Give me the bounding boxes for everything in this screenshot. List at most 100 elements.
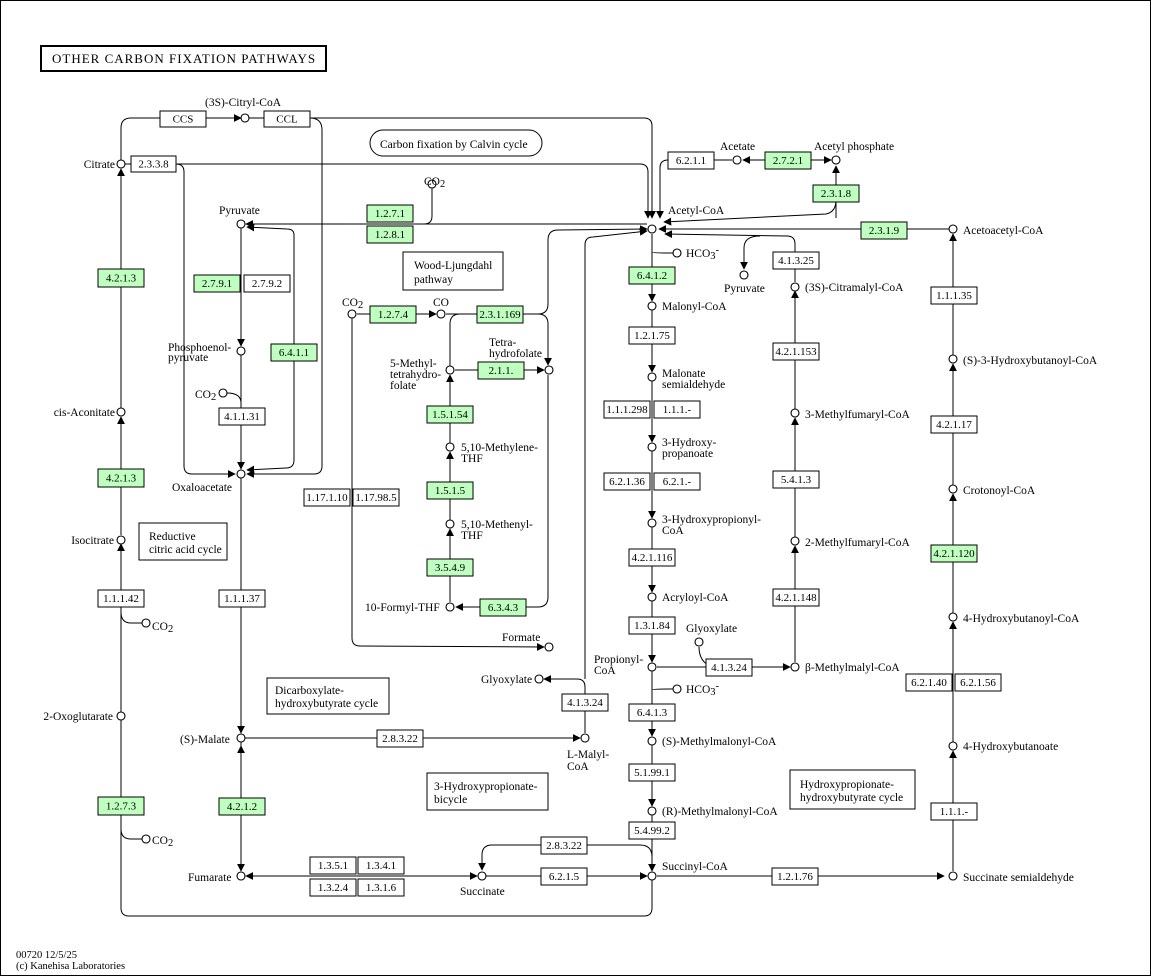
enzyme-e13184[interactable]: 1.3.1.84 — [628, 616, 676, 635]
enzyme-box-e2791[interactable] — [193, 274, 241, 293]
enzyme-box-e111298[interactable] — [603, 400, 651, 419]
compound-co2-d[interactable] — [218, 388, 228, 398]
enzyme-e111d[interactable]: 1.1.1.- — [653, 400, 701, 419]
compound-co[interactable] — [436, 309, 446, 319]
enzyme-e111298[interactable]: 1.1.1.298 — [603, 400, 651, 419]
enzyme-e1351[interactable]: 1.3.5.1 — [309, 856, 357, 875]
compound-s-3-hydroxybutanoyl-coa[interactable] — [948, 354, 958, 364]
enzyme-box-e1273[interactable] — [97, 796, 145, 816]
compound-fumarate[interactable] — [236, 871, 246, 881]
enzyme-box-e13184[interactable] — [628, 616, 676, 635]
enzyme-e3549[interactable]: 3.5.4.9 — [426, 558, 474, 577]
compound-isocitrate[interactable] — [116, 535, 126, 545]
enzyme-e2792[interactable]: 2.7.9.2 — [243, 274, 291, 293]
enzyme-e54992[interactable]: 5.4.99.2 — [628, 821, 676, 840]
enzyme-e1274[interactable]: 1.2.7.4 — [369, 305, 417, 324]
enzyme-e62136[interactable]: 6.2.1.36 — [603, 472, 651, 491]
enzyme-e6413[interactable]: 6.4.1.3 — [628, 703, 676, 722]
enzyme-e111d2[interactable]: 1.1.1.- — [930, 802, 978, 821]
compound-formate[interactable] — [544, 642, 554, 652]
enzyme-e41324a[interactable]: 4.1.3.24 — [561, 693, 609, 712]
enzyme-e211[interactable]: 2.1.1. — [477, 361, 525, 380]
enzyme-box-e11135[interactable] — [930, 286, 978, 305]
enzyme-e2791[interactable]: 2.7.9.1 — [193, 274, 241, 293]
compound-succinate[interactable] — [477, 871, 487, 881]
enzyme-box-e1281[interactable] — [366, 225, 414, 244]
enzyme-box-e62140[interactable] — [905, 673, 953, 692]
enzyme-box-e421148[interactable] — [772, 588, 820, 607]
compound-acryloyl-coa[interactable] — [647, 592, 657, 602]
compound-hco3-a[interactable] — [672, 248, 682, 258]
enzyme-e11135[interactable]: 1.1.1.35 — [930, 286, 978, 305]
enzyme-box-e421153[interactable] — [772, 342, 820, 361]
map-hp-hb-cycle[interactable] — [789, 769, 916, 810]
compound-3-hydroxypropanoate[interactable] — [647, 442, 657, 452]
enzyme-e41131[interactable]: 4.1.1.31 — [218, 407, 266, 426]
compound-co2-a[interactable] — [141, 618, 151, 628]
compound-citrate[interactable] — [116, 159, 126, 169]
enzyme-e41325[interactable]: 4.1.3.25 — [772, 251, 820, 270]
enzyme-box-e6413[interactable] — [628, 703, 676, 722]
enzyme-box-e12176[interactable] — [771, 867, 819, 886]
enzyme-box-e11142[interactable] — [97, 589, 145, 608]
enzyme-e1515[interactable]: 1.5.1.5 — [426, 481, 474, 500]
enzyme-e1341[interactable]: 1.3.4.1 — [357, 856, 405, 875]
enzyme-box-e2338[interactable] — [130, 155, 177, 173]
enzyme-box-e4213a[interactable] — [97, 268, 145, 288]
enzyme-e4212[interactable]: 4.2.1.2 — [218, 797, 266, 816]
enzyme-e62156[interactable]: 6.2.1.56 — [954, 673, 1002, 692]
enzyme-box-e3549[interactable] — [426, 558, 474, 577]
compound-3-methylfumaryl-coa[interactable] — [790, 408, 800, 418]
enzyme-e11142[interactable]: 1.1.1.42 — [97, 589, 145, 608]
compound-acetate[interactable] — [732, 155, 742, 165]
enzyme-e1273[interactable]: 1.2.7.3 — [97, 796, 145, 816]
enzyme-e421148[interactable]: 4.2.1.148 — [772, 588, 820, 607]
map-hp-bicycle[interactable] — [426, 772, 549, 811]
compound-malonyl-coa[interactable] — [647, 301, 657, 311]
compound-r-methylmalonyl-coa[interactable] — [647, 806, 657, 816]
enzyme-box-e2319[interactable] — [860, 221, 908, 240]
enzyme-box-e41131[interactable] — [218, 407, 266, 426]
enzyme-box-e11137[interactable] — [218, 589, 266, 608]
enzyme-box-e1341[interactable] — [357, 856, 405, 875]
compound-acetyl-coa[interactable] — [647, 224, 657, 234]
compound-co2-c[interactable] — [427, 179, 437, 189]
enzyme-box-e2792[interactable] — [243, 274, 291, 293]
compound-methyl-thf[interactable] — [445, 365, 455, 375]
compound-glyoxylate-b[interactable] — [694, 637, 704, 647]
enzyme-box-e28322a[interactable] — [376, 729, 424, 748]
enzyme-box-e6411[interactable] — [270, 343, 318, 362]
enzyme-e6411[interactable]: 6.4.1.1 — [270, 343, 318, 362]
enzyme-e117985[interactable]: 1.17.98.5 — [352, 488, 400, 507]
enzyme-box-e2615[interactable] — [540, 867, 588, 886]
map-reductive-tca[interactable] — [138, 522, 228, 561]
enzyme-e1316[interactable]: 1.3.1.6 — [357, 878, 405, 897]
compound-acetyl-phosphate[interactable] — [831, 155, 841, 165]
enzyme-e12175[interactable]: 1.2.1.75 — [628, 326, 676, 345]
compound-methenyl-thf[interactable] — [445, 519, 455, 529]
enzyme-box-e4212[interactable] — [218, 797, 266, 816]
compound-s-methylmalonyl-coa[interactable] — [647, 736, 657, 746]
enzyme-box-e1271[interactable] — [366, 204, 414, 223]
enzyme-box-e4213b[interactable] — [97, 468, 145, 488]
compound-pyruvate-b[interactable] — [739, 270, 749, 280]
compound-beta-methylmalyl-coa[interactable] — [790, 662, 800, 672]
enzyme-e2338[interactable]: 2.3.3.8 — [130, 155, 177, 173]
enzyme-e1271[interactable]: 1.2.7.1 — [366, 204, 414, 223]
enzyme-box-e51991[interactable] — [628, 763, 676, 782]
enzyme-e1324[interactable]: 1.3.2.4 — [309, 878, 357, 897]
compound-glyoxylate-a[interactable] — [534, 674, 544, 684]
enzyme-box-e421120[interactable] — [930, 544, 978, 563]
enzyme-box-CCL[interactable] — [263, 110, 311, 128]
enzyme-e421116[interactable]: 4.2.1.116 — [628, 548, 676, 567]
enzyme-e51991[interactable]: 5.1.99.1 — [628, 763, 676, 782]
compound-co2-e[interactable] — [347, 309, 357, 319]
enzyme-box-e41325[interactable] — [772, 251, 820, 270]
enzyme-e6211[interactable]: 6.2.1.1 — [667, 151, 715, 170]
compound-4-hydroxybutanoate[interactable] — [948, 741, 958, 751]
compound-co2-b[interactable] — [141, 834, 151, 844]
enzyme-e231169[interactable]: 2.3.1.169 — [476, 305, 524, 324]
enzyme-box-e621d[interactable] — [653, 472, 701, 491]
enzyme-box-e1274[interactable] — [369, 305, 417, 324]
enzyme-e117110[interactable]: 1.17.1.10 — [303, 488, 351, 507]
